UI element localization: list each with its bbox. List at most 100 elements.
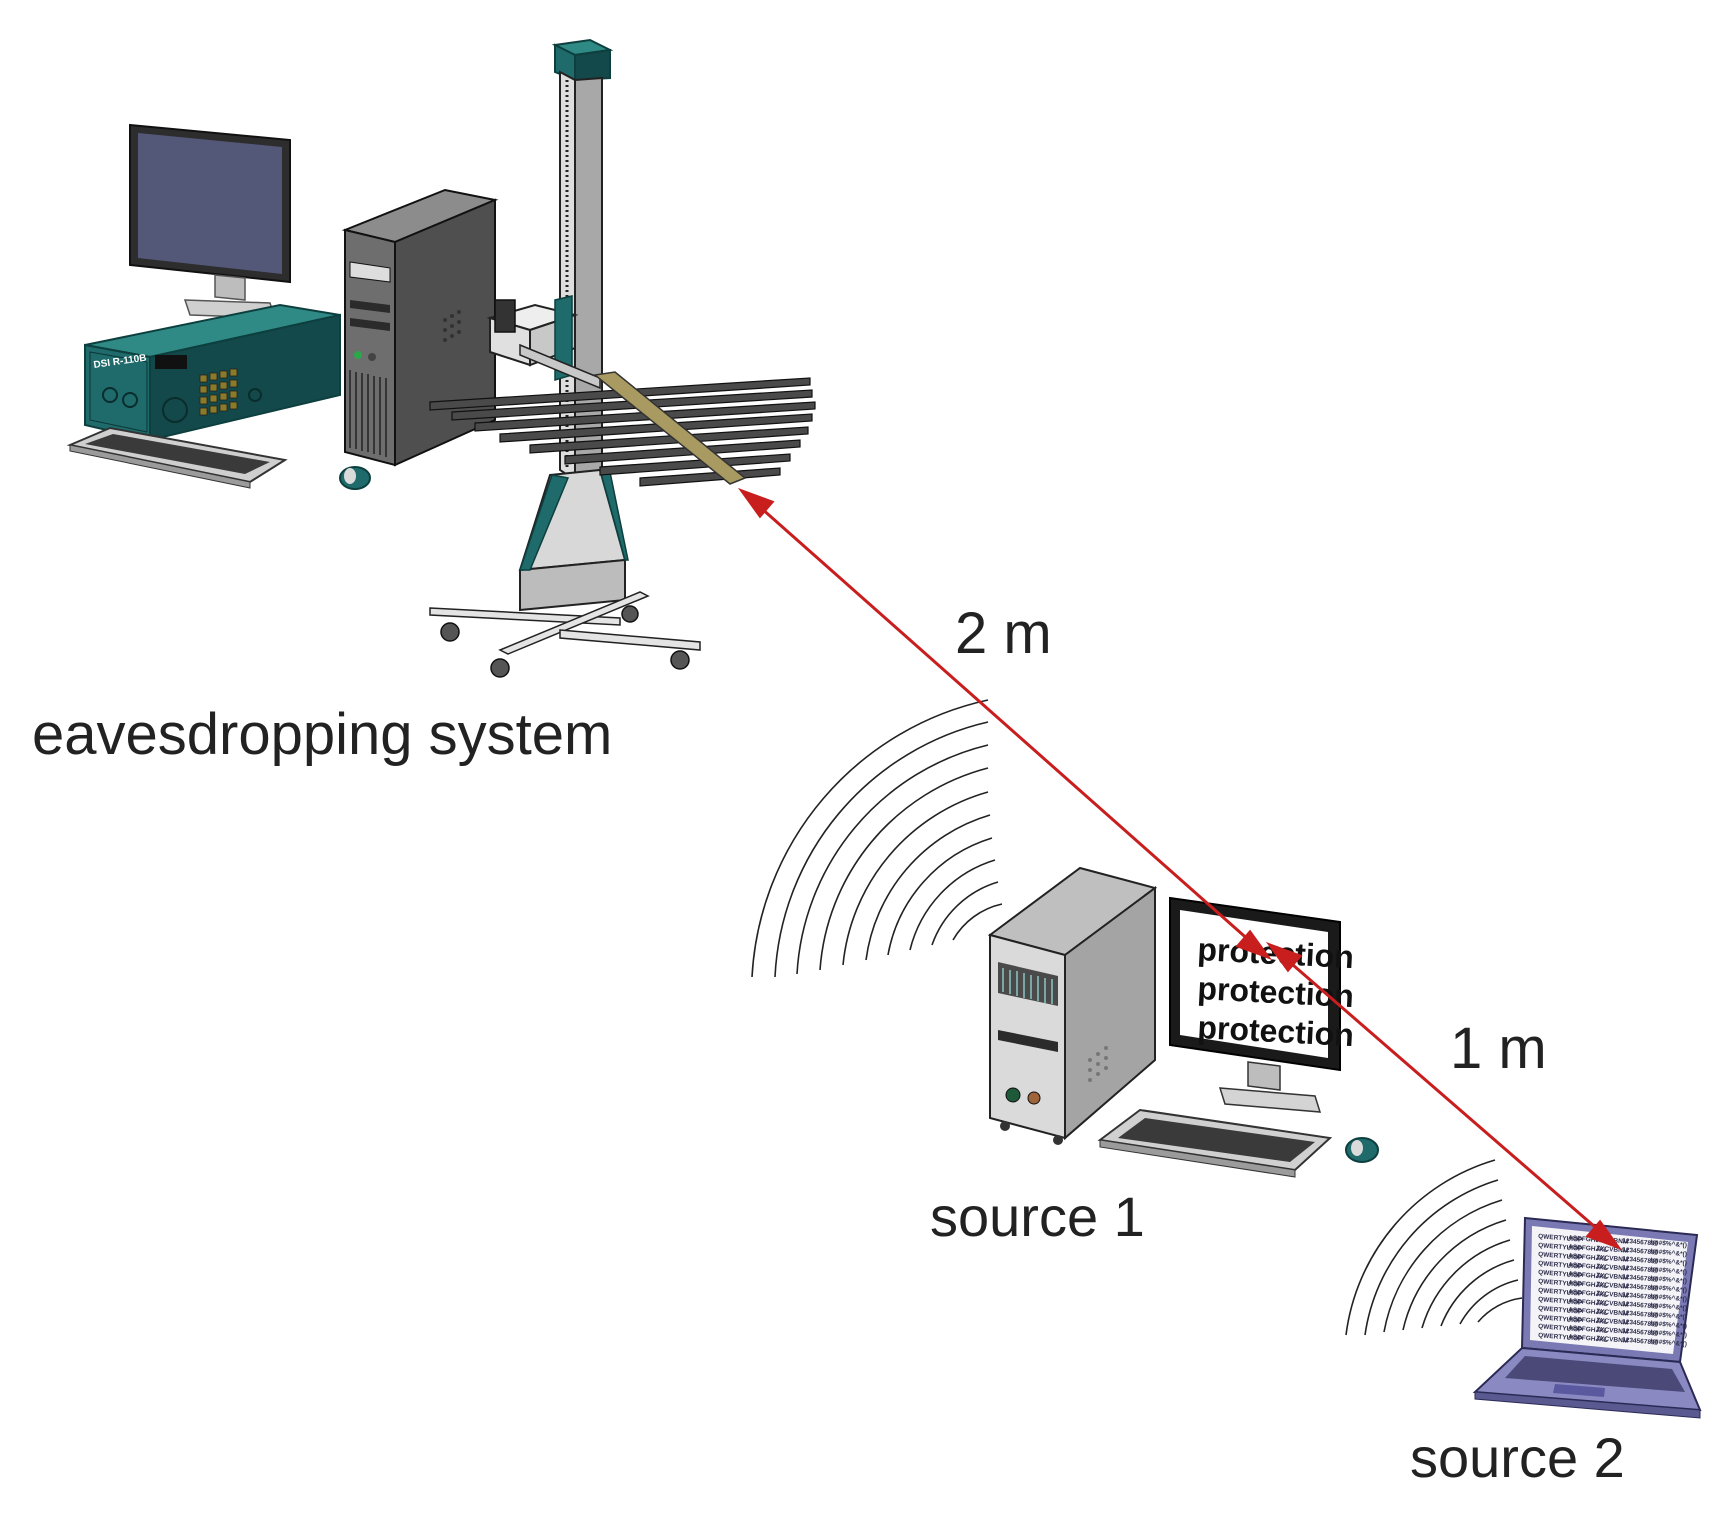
receiver-keyboard [66, 426, 288, 489]
laptop-screen-cell: !@#$%^&*() [1650, 1247, 1687, 1258]
laptop-screen-cell: ASDFGHJKL [1568, 1253, 1608, 1263]
source-1-label: source 1 [930, 1185, 1145, 1248]
source1-emission-waves [751, 699, 1003, 978]
source1-drive-bays [1002, 968, 1053, 1004]
arrowhead-2m-end [1235, 929, 1273, 961]
arrowhead-2m-start [737, 487, 775, 519]
laptop-screen-cell: ASDFGHJKL [1568, 1262, 1608, 1272]
laptop-screen-cell: 1234567890 [1622, 1256, 1659, 1266]
laptop-screen-cell: ASDFGHJKL [1568, 1307, 1608, 1317]
laptop-screen-cell: ZXCVBNM [1596, 1281, 1629, 1291]
laptop-screen-cell: ZXCVBNM [1596, 1245, 1629, 1255]
laptop-screen-cell: 1234567890 [1622, 1265, 1659, 1275]
laptop-screen-cell: 1234567890 [1622, 1310, 1659, 1320]
laptop-screen-cell: QWERTYUIOP [1538, 1260, 1584, 1271]
laptop-screen-cell: ZXCVBNM [1596, 1317, 1629, 1327]
receiver-keypad [199, 368, 238, 416]
arrow-2m [751, 498, 1261, 952]
laptop-screen-cell: ASDFGHJKL [1568, 1235, 1608, 1245]
laptop-screen-cell: ASDFGHJKL [1568, 1325, 1608, 1335]
laptop-screen-cell: 1234567890 [1622, 1328, 1659, 1338]
distance-label-2m: 2 m [955, 601, 1052, 666]
laptop-screen-cell: !@#$%^&*() [1650, 1337, 1687, 1348]
laptop-screen-cell: ASDFGHJKL [1568, 1280, 1608, 1290]
laptop-screen-cell: QWERTYUIOP [1538, 1278, 1584, 1289]
source1-monitor: protection protection protection [1169, 896, 1355, 1113]
tower-side-grille [443, 310, 461, 342]
eavesdropping-system: DSI R-110B [66, 38, 816, 678]
laptop-screen-cell: ASDFGHJKL [1568, 1244, 1608, 1254]
laptop-screen-cell: !@#$%^&*() [1650, 1256, 1687, 1267]
laptop-screen-cell: 1234567890 [1622, 1283, 1659, 1293]
laptop-screen-cell: 1234567890 [1622, 1238, 1659, 1248]
laptop-screen-cell: QWERTYUIOP [1538, 1305, 1584, 1316]
laptop-screen-cell: ASDFGHJKL [1568, 1334, 1608, 1344]
receiver-unit: DSI R-110B [84, 303, 341, 442]
receiver-display [155, 355, 187, 369]
laptop-screen-cell: !@#$%^&*() [1650, 1283, 1687, 1294]
laptop-screen-cell: !@#$%^&*() [1650, 1274, 1687, 1285]
antenna-array [429, 295, 816, 487]
source1-keyboard [1097, 1108, 1333, 1178]
laptop-screen-cell: QWERTYUIOP [1538, 1269, 1584, 1280]
source2-laptop: QWERTYUIOPASDFGHJKLZXCVBNM1234567890!@#$… [1472, 1216, 1702, 1419]
laptop-screen-cell: !@#$%^&*() [1650, 1292, 1687, 1303]
laptop-screen-cell: ZXCVBNM [1596, 1326, 1629, 1336]
source1-mouse [1345, 1137, 1379, 1163]
source1-side-grille [1088, 1046, 1108, 1082]
laptop-screen-cell: !@#$%^&*() [1650, 1301, 1687, 1312]
distance-label-1m: 1 m [1450, 1016, 1547, 1081]
screen-line-3: protection [1197, 1009, 1355, 1053]
laptop-screen-cell: 1234567890 [1622, 1319, 1659, 1329]
laptop-screen-cell: QWERTYUIOP [1538, 1287, 1584, 1298]
laptop-screen-cell: QWERTYUIOP [1538, 1332, 1584, 1343]
screen-line-2: protection [1197, 970, 1355, 1014]
laptop-screen-cell: !@#$%^&*() [1650, 1328, 1687, 1339]
laptop-screen-cell: ASDFGHJKL [1568, 1316, 1608, 1326]
source1-computer: protection protection protection [987, 866, 1379, 1178]
laptop-screen-cell: 1234567890 [1622, 1301, 1659, 1311]
laptop-screen-cell: !@#$%^&*() [1650, 1319, 1687, 1330]
receiver-pc-tower [341, 188, 499, 467]
laptop-screen-cell: ASDFGHJKL [1568, 1289, 1608, 1299]
laptop-screen-cell: ZXCVBNM [1596, 1272, 1629, 1282]
arrowhead-1m-end [1585, 1219, 1623, 1251]
laptop-screen-cell: QWERTYUIOP [1538, 1323, 1584, 1334]
laptop-screen-cell: 1234567890 [1622, 1247, 1659, 1257]
laptop-screen-cell: 1234567890 [1622, 1274, 1659, 1284]
laptop-screen-cell: ZXCVBNM [1596, 1308, 1629, 1318]
laptop-screen-cell: QWERTYUIOP [1538, 1233, 1584, 1244]
source1-pc-tower [987, 866, 1158, 1145]
laptop-screen-cell: !@#$%^&*() [1650, 1238, 1687, 1249]
trolley-wheels [440, 605, 690, 678]
receiver-monitor [129, 123, 291, 319]
distance-arrows [737, 487, 1623, 1251]
laptop-screen-cell: ZXCVBNM [1596, 1254, 1629, 1264]
arrowhead-1m-start [1265, 941, 1303, 973]
eavesdropping-system-label: eavesdropping system [32, 702, 613, 767]
laptop-screen-cell: 1234567890 [1622, 1292, 1659, 1302]
source2-screen-text: QWERTYUIOPASDFGHJKLZXCVBNM1234567890!@#$… [1538, 1233, 1687, 1348]
laptop-screen-cell: QWERTYUIOP [1538, 1296, 1584, 1307]
antenna-mast [429, 38, 701, 678]
laptop-screen-cell: QWERTYUIOP [1538, 1242, 1584, 1253]
tower-vents [349, 370, 387, 457]
laptop-screen-cell: ZXCVBNM [1596, 1290, 1629, 1300]
laptop-screen-cell: 1234567890 [1622, 1337, 1659, 1347]
laptop-screen-cell: QWERTYUIOP [1538, 1314, 1584, 1325]
laptop-screen-cell: ASDFGHJKL [1568, 1271, 1608, 1281]
laptop-screen-cell: ZXCVBNM [1596, 1263, 1629, 1273]
receiver-knobs [102, 387, 262, 423]
laptop-screen-cell: !@#$%^&*() [1650, 1265, 1687, 1276]
laptop-screen-cell: ZXCVBNM [1596, 1299, 1629, 1309]
laptop-screen-cell: ZXCVBNM [1596, 1335, 1629, 1345]
receiver-mouse [339, 466, 371, 490]
laptop-screen-cell: QWERTYUIOP [1538, 1251, 1584, 1262]
laptop-screen-cell: ASDFGHJKL [1568, 1298, 1608, 1308]
arrow-1m [1277, 950, 1611, 1242]
laptop-screen-cell: !@#$%^&*() [1650, 1310, 1687, 1321]
source2-emission-waves [1345, 1159, 1523, 1336]
source-2-label: source 2 [1410, 1426, 1625, 1489]
